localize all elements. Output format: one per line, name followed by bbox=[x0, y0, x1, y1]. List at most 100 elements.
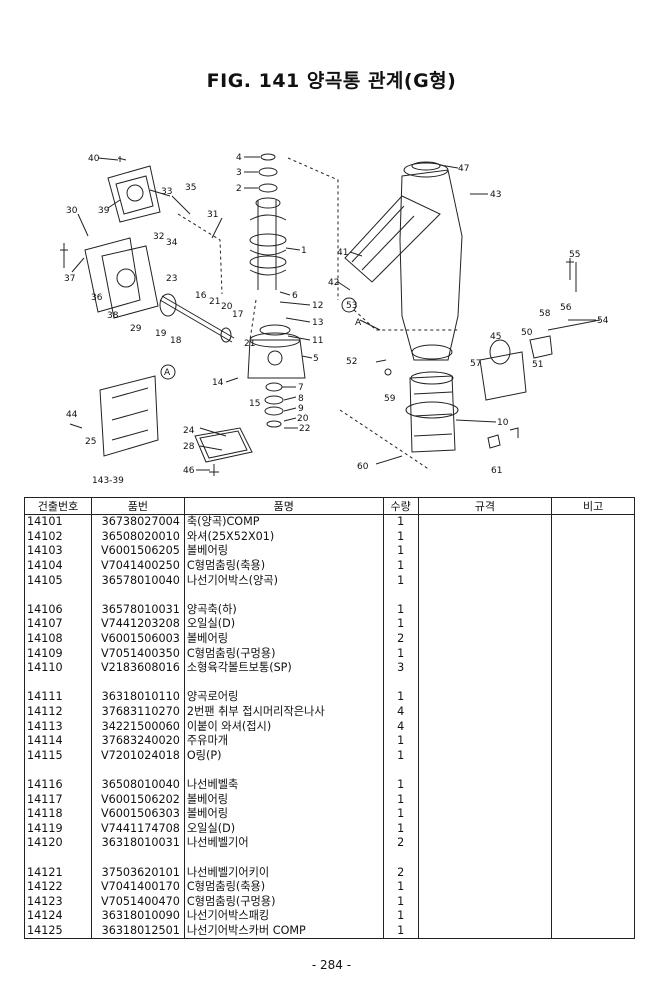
callout: 21 bbox=[209, 297, 220, 307]
cell-empty bbox=[551, 617, 635, 632]
table-cell bbox=[551, 850, 635, 866]
callout: 35 bbox=[185, 183, 196, 193]
table-spacer-row bbox=[24, 587, 635, 603]
cell-qty: 1 bbox=[382, 646, 419, 661]
cell-empty bbox=[551, 923, 635, 940]
cell-name: 볼베어링 bbox=[183, 792, 384, 807]
cell-name: 주유마개 bbox=[183, 733, 384, 749]
cell-no: 14102 bbox=[24, 529, 92, 545]
callout: 15 bbox=[249, 399, 260, 409]
table-cell bbox=[382, 587, 419, 603]
col-header-no: 건출번호 bbox=[24, 497, 92, 515]
cell-part: 36508020010 bbox=[90, 529, 185, 545]
cell-empty bbox=[551, 748, 635, 764]
callout: 19 bbox=[155, 329, 167, 339]
cell-empty bbox=[551, 806, 635, 822]
callout: 38 bbox=[107, 311, 119, 321]
cell-name: 소형육각볼트보통(SP) bbox=[183, 660, 384, 676]
cell-name: 볼베어링 bbox=[183, 544, 384, 559]
callout: 30 bbox=[66, 206, 78, 216]
callout: 44 bbox=[66, 410, 78, 420]
cell-no: 14113 bbox=[24, 719, 92, 734]
cell-empty bbox=[417, 514, 553, 530]
cell-empty bbox=[551, 602, 635, 618]
cell-empty bbox=[417, 909, 553, 924]
table-cell bbox=[183, 675, 384, 691]
table-cell bbox=[183, 763, 384, 778]
table-cell bbox=[90, 763, 185, 778]
callout: 23 bbox=[166, 274, 177, 284]
table-cell bbox=[382, 763, 419, 778]
cell-empty bbox=[417, 660, 553, 676]
callout: 1 bbox=[301, 246, 307, 256]
cell-qty: 1 bbox=[382, 894, 419, 910]
cell-name: 오일실(D) bbox=[183, 821, 384, 837]
callout: 12 bbox=[312, 301, 323, 311]
cell-empty bbox=[417, 879, 553, 895]
cell-qty: 1 bbox=[382, 879, 419, 895]
table-cell bbox=[417, 850, 553, 866]
cell-empty bbox=[551, 777, 635, 793]
callout: 6 bbox=[292, 291, 298, 301]
cell-empty bbox=[551, 821, 635, 837]
callout: 58 bbox=[539, 309, 551, 319]
table-cell bbox=[551, 587, 635, 603]
cell-empty bbox=[551, 836, 635, 851]
callout: 17 bbox=[232, 310, 243, 320]
cell-no: 14106 bbox=[24, 602, 92, 618]
cell-part: V6001506202 bbox=[90, 792, 185, 807]
cell-name: 나선기어박스(양곡) bbox=[183, 573, 384, 588]
cell-no: 14115 bbox=[24, 748, 92, 764]
cell-part: V7051400470 bbox=[90, 894, 185, 910]
callout: 5 bbox=[313, 354, 319, 364]
cell-empty bbox=[417, 792, 553, 807]
cell-empty bbox=[551, 660, 635, 676]
cell-qty: 1 bbox=[382, 690, 419, 705]
cell-empty bbox=[417, 617, 553, 632]
callout: 33 bbox=[161, 187, 172, 197]
cell-no: 14104 bbox=[24, 558, 92, 574]
cell-no: 14111 bbox=[24, 690, 92, 705]
callout: 43 bbox=[490, 190, 501, 200]
cell-empty bbox=[551, 544, 635, 559]
callout: 28 bbox=[183, 442, 195, 452]
cell-empty bbox=[417, 631, 553, 647]
cell-empty bbox=[417, 748, 553, 764]
callout: 54 bbox=[597, 316, 609, 326]
diagram-callouts: 40 39 33 35 32 34 31 30 37 36 38 29 23 1… bbox=[64, 153, 609, 485]
cell-no: 14124 bbox=[24, 909, 92, 924]
cell-qty: 1 bbox=[382, 777, 419, 793]
cell-empty bbox=[551, 719, 635, 734]
cell-name: C형멈춤링(축용) bbox=[183, 558, 384, 574]
page-number: - 284 - bbox=[311, 958, 352, 972]
cell-name: 볼베어링 bbox=[183, 806, 384, 822]
cell-part: 37683110270 bbox=[90, 704, 185, 720]
cell-empty bbox=[417, 529, 553, 545]
cell-no: 14114 bbox=[24, 733, 92, 749]
col-header-note: 비고 bbox=[551, 497, 635, 515]
callout: 42 bbox=[328, 278, 339, 288]
callout: 60 bbox=[357, 462, 369, 472]
cell-part: V6001506003 bbox=[90, 631, 185, 647]
callout: 59 bbox=[384, 394, 396, 404]
table-cell bbox=[417, 675, 553, 691]
cell-part: V7201024018 bbox=[90, 748, 185, 764]
cell-empty bbox=[551, 792, 635, 807]
cell-qty: 2 bbox=[382, 631, 419, 647]
callout: 50 bbox=[521, 328, 533, 338]
cell-part: 36318010090 bbox=[90, 909, 185, 924]
cell-qty: 4 bbox=[382, 704, 419, 720]
cell-empty bbox=[417, 865, 553, 880]
cell-name: 양곡축(하) bbox=[183, 602, 384, 618]
cell-no: 14117 bbox=[24, 792, 92, 807]
